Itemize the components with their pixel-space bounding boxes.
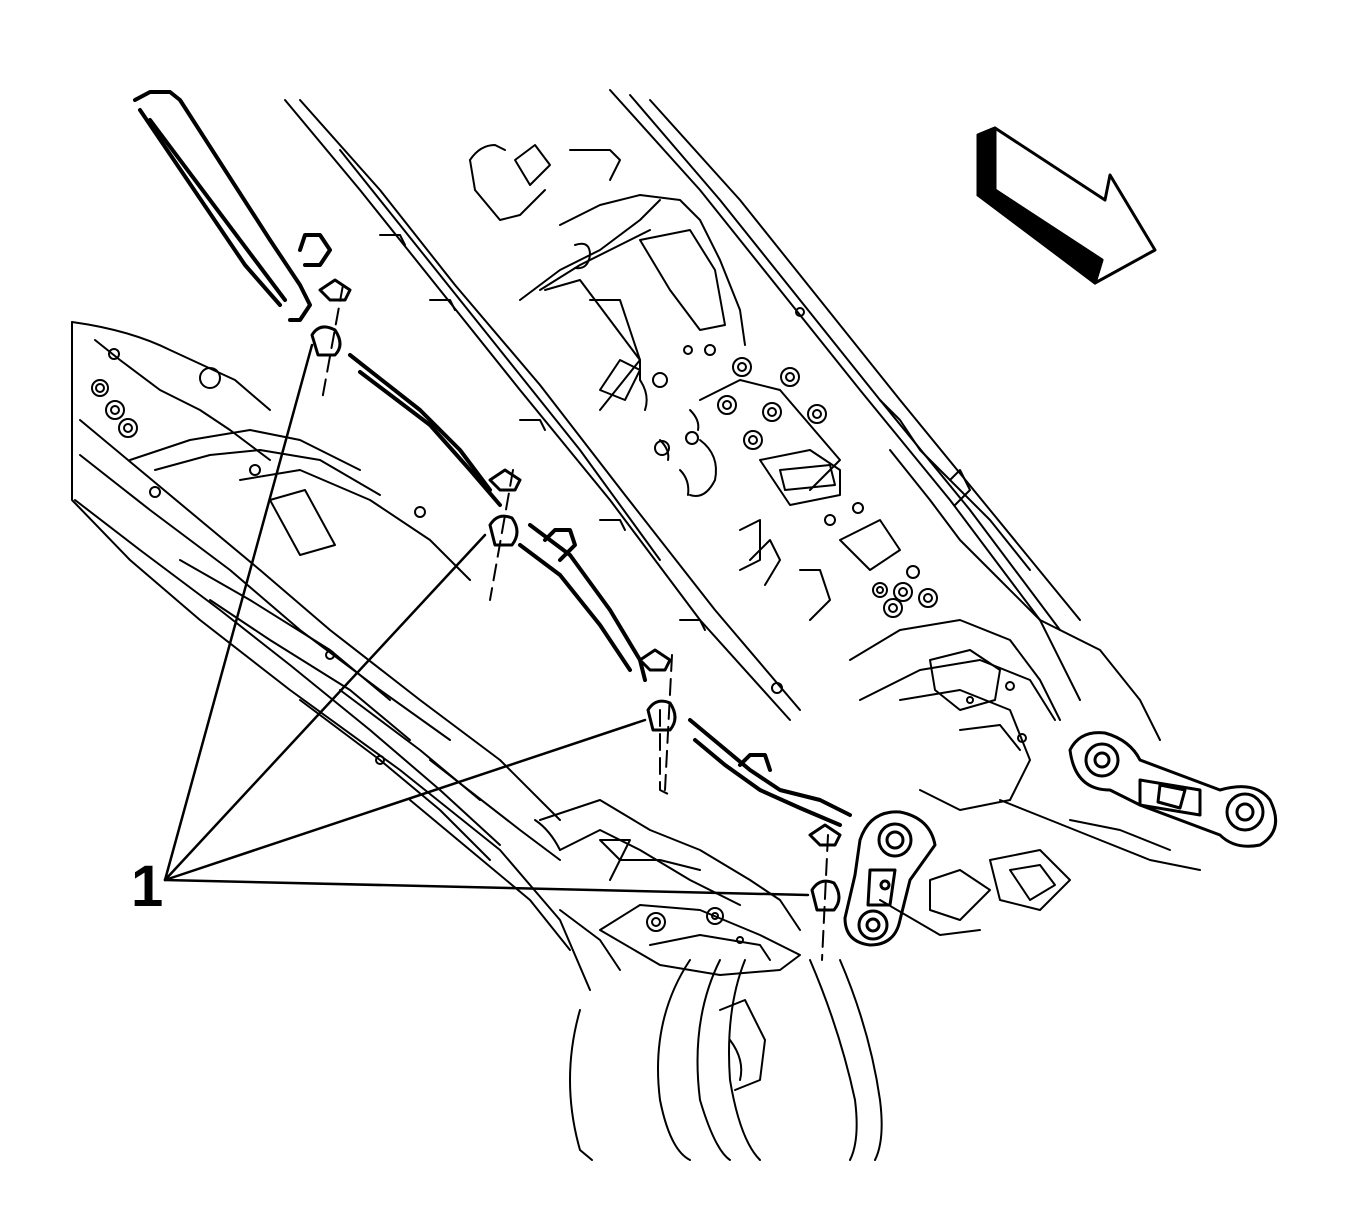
rear-wheel-tire — [569, 959, 883, 1161]
callout-leader-lines — [163, 343, 810, 897]
fuel-brake-line — [133, 90, 852, 827]
body-seam-lines — [284, 99, 801, 721]
installation-guides — [321, 284, 829, 961]
rear-bracket-assembly — [534, 799, 801, 976]
floor-pan-panel — [71, 321, 591, 991]
lower-control-arm-right — [1068, 731, 1278, 848]
rear-suspension-area — [849, 619, 1201, 936]
callout-label-1: 1 — [131, 854, 164, 919]
lower-control-arm-left — [843, 810, 937, 947]
direction-arrow-icon — [976, 126, 1157, 285]
